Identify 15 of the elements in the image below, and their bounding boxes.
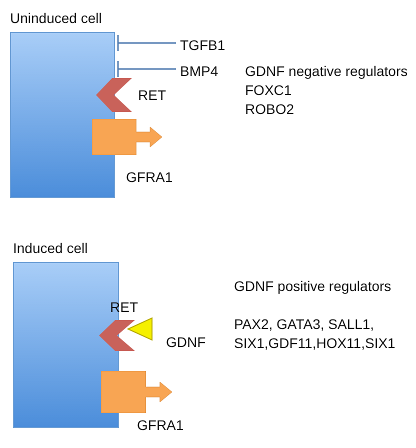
regulator-note: PAX2, GATA3, SALL1, SIX1,GDF11,HOX11,SIX1 — [234, 315, 396, 353]
protein-label: GFRA1 — [126, 168, 173, 186]
inhibition-line — [117, 34, 176, 52]
factor-label: TGFB1 — [180, 36, 226, 54]
regulator-note: ROBO2 — [245, 100, 296, 119]
cell-heading: Induced cell — [13, 239, 88, 258]
factor-label: BMP4 — [180, 62, 218, 80]
protein-label: GDNF — [166, 333, 206, 351]
regulator-note: GDNF negative regulators — [245, 62, 409, 81]
inhibition-line — [117, 60, 176, 78]
protein-label: GFRA1 — [137, 416, 184, 434]
regulator-note: FOXC1 — [245, 81, 293, 100]
cell-heading: Uninduced cell — [10, 9, 102, 28]
protein-label: RET — [138, 86, 166, 104]
regulator-note: GDNF positive regulators — [234, 277, 392, 296]
